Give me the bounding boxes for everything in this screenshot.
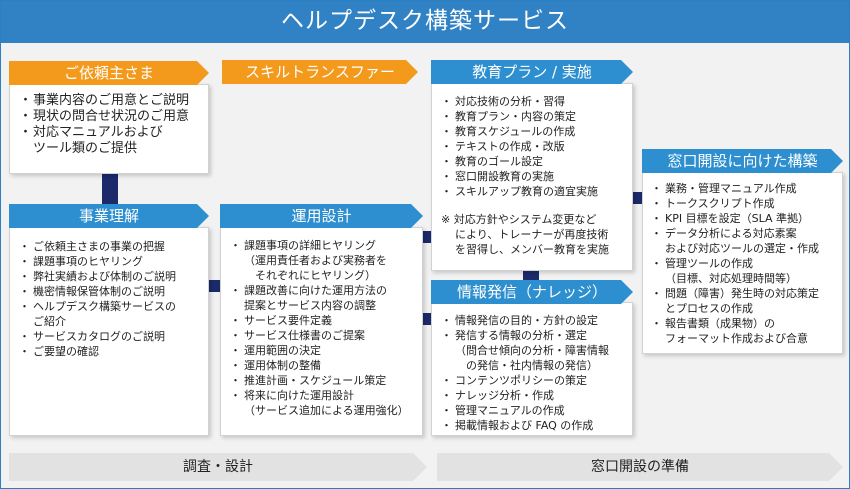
phase-survey-design: 調査・設計 (9, 453, 427, 481)
list-item: ご依頼主さまの事業の把握 (19, 239, 205, 254)
list-item: KPI 目標を設定（SLA 準拠） (651, 211, 843, 226)
list-item: 発信する情報の分析・選定（問合せ傾向の分析・障害情報 の発信・社内情報の発信） (441, 328, 629, 373)
client-header: ご依頼主さま (9, 61, 209, 85)
knowledge-header: 情報発信（ナレッジ） (431, 280, 633, 304)
note-line: により、トレーナーが再度技術 (455, 228, 609, 241)
list-item: 運用体制の整備 (230, 358, 420, 373)
note-line: を習得し、メンバー教育を実施 (455, 243, 609, 256)
list-item: 事業内容のご用意とご説明 (19, 93, 205, 109)
business-understanding-list: ご依頼主さまの事業の把握課題事項のヒヤリング弊社実績および体制のご説明機密情報保… (19, 239, 205, 359)
page-title: ヘルプデスク構築サービス (1, 1, 849, 43)
phase-window-prep: 窓口開設の準備 (437, 453, 843, 481)
list-item: 現状の問合せ状況のご用意 (19, 109, 205, 125)
list-item: サービスカタログのご説明 (19, 329, 205, 344)
list-item: 掲載情報および FAQ の作成 (441, 418, 629, 433)
operation-design-list: 課題事項の詳細ヒヤリング（運用責任者および実務者を それぞれにヒヤリング）課題改… (230, 238, 420, 418)
list-item: 教育のゴール設定 (441, 154, 629, 169)
list-item: 教育プラン・内容の策定 (441, 109, 629, 124)
window-setup-list: 業務・管理マニュアル作成トークスクリプト作成KPI 目標を設定（SLA 準拠）デ… (651, 181, 843, 346)
list-item: 弊社実績および体制のご説明 (19, 269, 205, 284)
list-item: 対応技術の分析・習得 (441, 94, 629, 109)
list-item: 課題事項のヒヤリング (19, 254, 205, 269)
list-item: 管理マニュアルの作成 (441, 403, 629, 418)
list-item: サービス要件定義 (230, 313, 420, 328)
list-item: 運用範囲の決定 (230, 343, 420, 358)
list-item: 将来に向けた運用設計（サービス追加による運用強化） (230, 388, 420, 418)
connector-client-business (102, 171, 118, 207)
list-item: 窓口開設教育の実施 (441, 169, 629, 184)
list-item: 推進計画・スケジュール策定 (230, 373, 420, 388)
list-item: 業務・管理マニュアル作成 (651, 181, 843, 196)
list-item: 管理ツールの作成（目標、対応処理時間等） (651, 256, 843, 286)
list-item: 情報発信の目的・方針の設定 (441, 313, 629, 328)
connector-business-operation (209, 280, 221, 292)
connector-education-window (631, 192, 643, 204)
education-header: 教育プラン / 実施 (431, 60, 633, 84)
connector-education-knowledge (523, 269, 539, 283)
list-item: テキストの作成・改版 (441, 139, 629, 154)
connector-operation-education (421, 231, 433, 243)
business-understanding-header: 事業理解 (9, 204, 209, 228)
list-item: 機密情報保管体制のご説明 (19, 284, 205, 299)
list-item: スキルアップ教育の適宜実施 (441, 184, 629, 199)
list-item: サービス仕様書のご提案 (230, 328, 420, 343)
connector-operation-knowledge (421, 313, 433, 325)
education-note: ※ 対応方針やシステム変更などにより、トレーナーが再度技術を習得し、メンバー教育… (441, 212, 629, 257)
list-item: トークスクリプト作成 (651, 196, 843, 211)
window-setup-header: 窓口開設に向けた構築 (642, 149, 843, 173)
list-item: 課題事項の詳細ヒヤリング（運用責任者および実務者を それぞれにヒヤリング） (230, 238, 420, 283)
note-line: ※ 対応方針やシステム変更など (441, 213, 597, 226)
client-list: 事業内容のご用意とご説明現状の問合せ状況のご用意対応マニュアルおよびツール類のご… (19, 93, 205, 157)
list-item: コンテンツポリシーの策定 (441, 373, 629, 388)
list-item: ご要望の確認 (19, 344, 205, 359)
skill-transfer-header: スキルトランスファー (222, 60, 418, 84)
operation-design-header: 運用設計 (220, 204, 423, 228)
knowledge-list: 情報発信の目的・方針の設定発信する情報の分析・選定（問合せ傾向の分析・障害情報 … (441, 313, 629, 433)
list-item: ナレッジ分析・作成 (441, 388, 629, 403)
list-item: 教育スケジュールの作成 (441, 124, 629, 139)
education-list: 対応技術の分析・習得教育プラン・内容の策定教育スケジュールの作成テキストの作成・… (441, 94, 629, 199)
